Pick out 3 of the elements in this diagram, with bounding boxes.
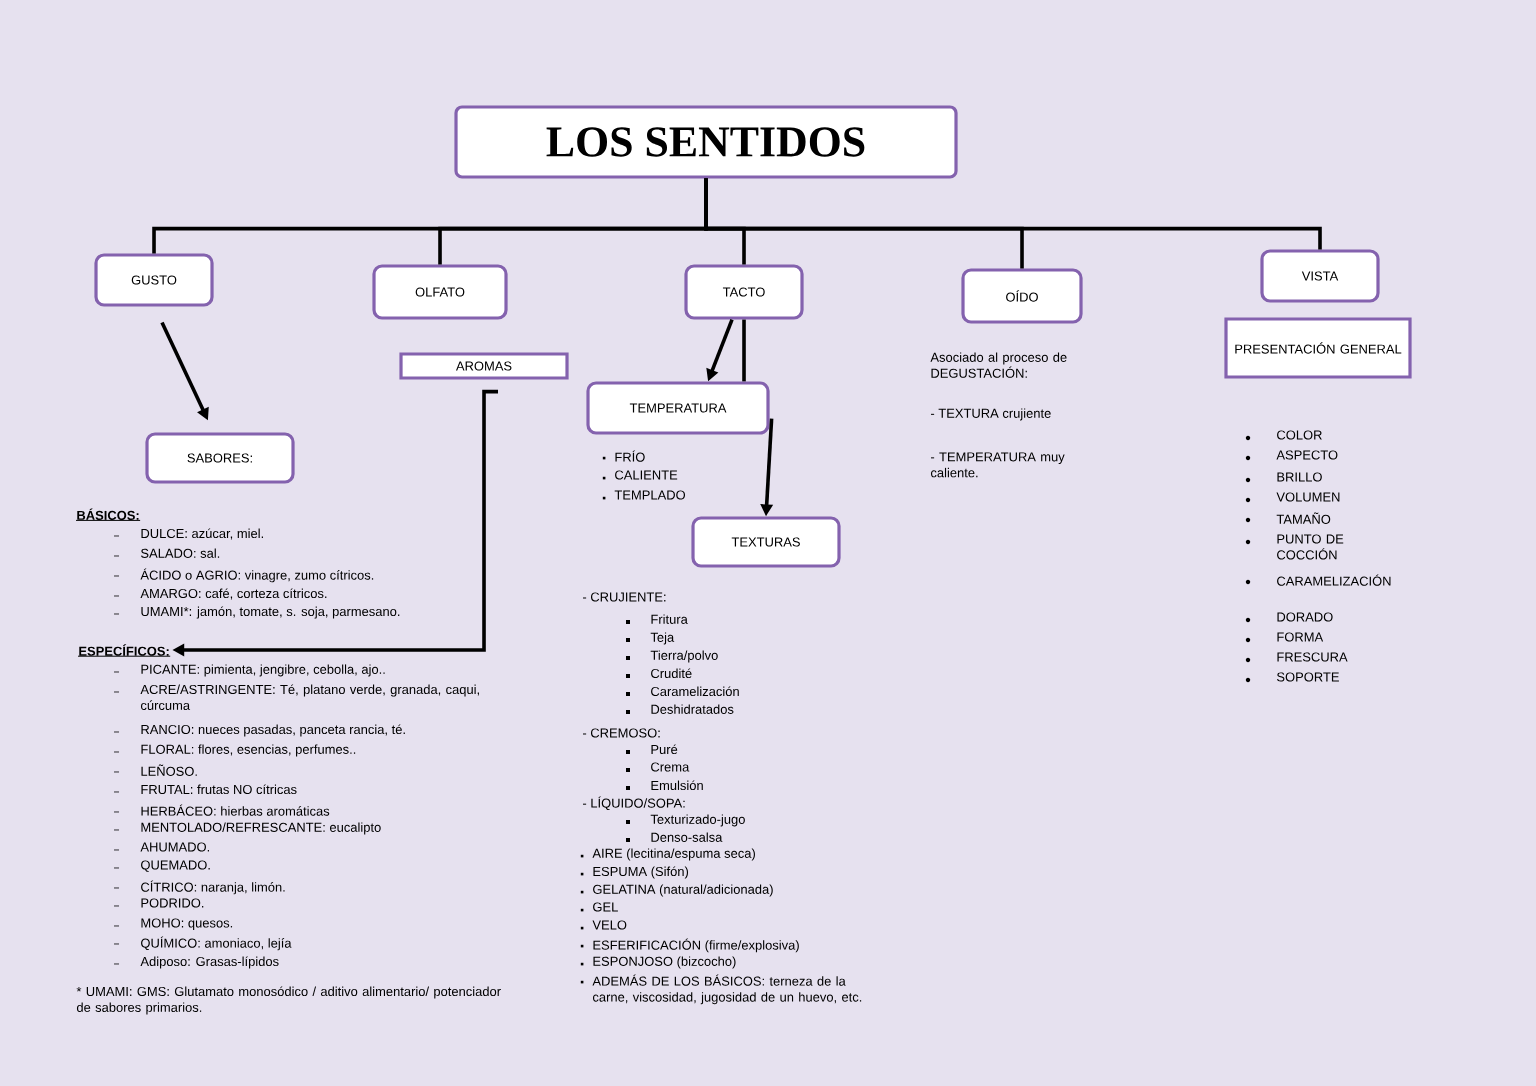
title-box: LOS SENTIDOS (454, 105, 958, 179)
connector-line (742, 319, 746, 382)
connector-line (704, 178, 1322, 250)
